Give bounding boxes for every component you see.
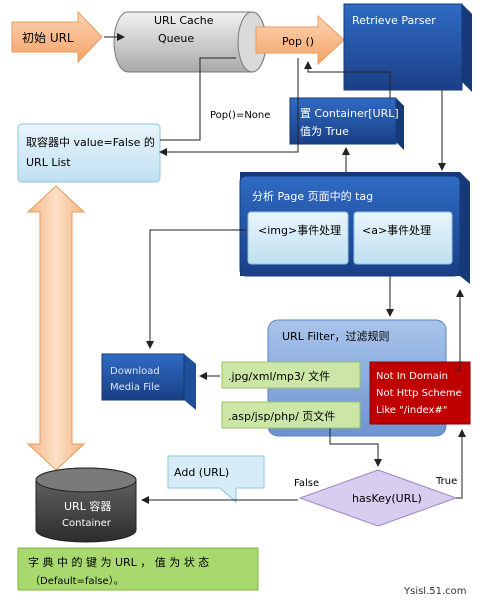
page-extension-node: .asp/jsp/php/ 页文件 (221, 401, 361, 429)
media-extension-node: .jpg/xml/mp3/ 文件 (221, 361, 361, 389)
set-container-node: 置 Container[URL] 值为 True (289, 97, 404, 150)
retrieve-parser-label: Retrieve Parser (352, 14, 436, 27)
note-box: 字 典 中 的 键 为 URL ， 值 为 状 态 （Default=false… (17, 547, 259, 591)
filter-rules-node: Not In Domain Not Http Scheme Like "/ind… (369, 361, 471, 425)
media-extension-label: .jpg/xml/mp3/ 文件 (228, 369, 330, 383)
download-media-node: Download Media File (101, 353, 196, 410)
conn-set-to-pop (304, 61, 391, 98)
analyze-tag-node: 分析 Page 页面中的 tag <img>事件处理 <a>事件处理 (239, 172, 470, 284)
false-url-list-line1: 取容器中 value=False 的 (26, 135, 155, 149)
pop-label: Pop () (282, 35, 314, 48)
haskey-node: hasKey(URL) (298, 469, 458, 527)
url-filter-label: URL Filter，过滤规则 (282, 329, 390, 343)
false-url-list-line2: URL List (26, 156, 71, 169)
download-line1: Download (110, 366, 160, 377)
false-url-list-node: 取容器中 value=False 的 URL List (17, 123, 161, 183)
container-line2: Container (62, 518, 112, 529)
pop-node: Pop () (255, 14, 345, 66)
false-label: False (294, 478, 319, 489)
rule-like-index: Like "/index#" (376, 405, 447, 416)
note-line2: （Default=false）。 (30, 575, 124, 587)
conn-pop-none (159, 58, 299, 156)
set-container-line1: 置 Container[URL] (300, 107, 399, 120)
rule-not-http-scheme: Not Http Scheme (376, 388, 462, 399)
conn-haskey-true (456, 429, 466, 499)
analyze-tag-label: 分析 Page 页面中的 tag (252, 189, 373, 203)
connectors (104, 33, 466, 504)
cache-queue-line2: Queue (158, 32, 194, 45)
container-line1: URL 容器 (64, 499, 111, 513)
note-line1: 字 典 中 的 键 为 URL ， 值 为 状 态 (28, 555, 209, 569)
cache-queue-line1: URL Cache (154, 14, 214, 27)
conn-filter-to-analyze (456, 289, 464, 371)
img-handler-label: <img>事件处理 (258, 224, 341, 237)
conn-list-to-queue (160, 57, 236, 141)
add-url-callout: Add (URL) (167, 455, 265, 504)
haskey-label: hasKey(URL) (352, 492, 422, 505)
download-line2: Media File (110, 382, 160, 393)
conn-page-to-haskey (329, 428, 382, 467)
set-container-line2: 值为 True (300, 125, 349, 138)
initial-url-node: 初始 URL (11, 10, 103, 64)
pop-none-label: Pop()=None (210, 110, 270, 121)
a-handler-label: <a>事件处理 (362, 224, 431, 237)
retrieve-parser-node: Retrieve Parser (343, 3, 472, 92)
conn-img-to-download (146, 229, 246, 349)
true-label: True (435, 476, 457, 487)
initial-url-label: 初始 URL (22, 31, 74, 45)
rule-not-in-domain: Not In Domain (376, 371, 448, 382)
watermark: Ysisl.51.com (403, 586, 467, 597)
url-container-node: URL 容器 Container (35, 467, 137, 543)
page-extension-label: .asp/jsp/php/ 页文件 (228, 409, 335, 423)
big-double-arrow (26, 185, 86, 471)
add-url-label: Add (URL) (174, 466, 229, 479)
url-cache-queue-node: URL Cache Queue (113, 11, 267, 73)
